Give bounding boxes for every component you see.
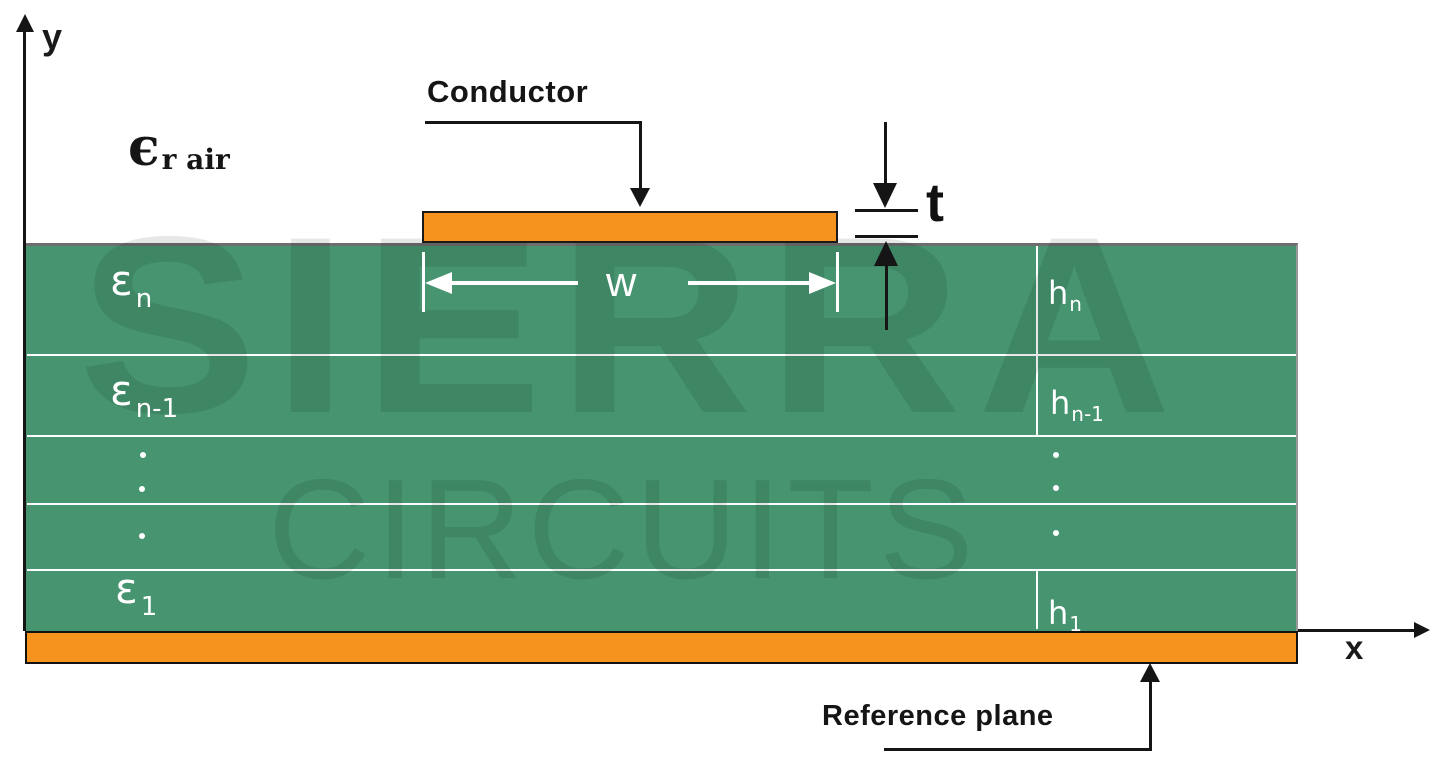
y-axis-label: y bbox=[42, 16, 63, 57]
conductor-label: Conductor bbox=[427, 74, 589, 109]
y-axis-arrowhead-icon bbox=[16, 14, 34, 32]
ellipsis-dot bbox=[1053, 452, 1059, 458]
layer-separator-line bbox=[27, 354, 1296, 356]
dielectric-stack bbox=[25, 243, 1298, 631]
height-symbol: h bbox=[1050, 384, 1071, 422]
width-dimension-label: w bbox=[606, 258, 637, 305]
reference-plane-leader-line bbox=[884, 748, 1152, 751]
epsilon-subscript: 1 bbox=[140, 592, 158, 622]
width-arrow-shaft-right bbox=[688, 281, 810, 285]
width-dimension-tick-right bbox=[836, 252, 839, 312]
reference-plane-label: Reference plane bbox=[822, 700, 1054, 732]
conductor-leader-line bbox=[639, 121, 642, 190]
conductor-bar bbox=[422, 211, 838, 243]
width-arrowhead-right-icon bbox=[809, 272, 836, 294]
width-dimension-tick-left bbox=[422, 252, 425, 312]
epsilon-symbol: ε bbox=[110, 366, 133, 415]
ellipsis-dot bbox=[139, 533, 145, 539]
thickness-tick-bottom bbox=[855, 235, 918, 238]
x-axis-arrowhead-icon bbox=[1414, 622, 1430, 638]
ellipsis-dot bbox=[139, 486, 145, 492]
thickness-arrowhead-up-icon bbox=[874, 241, 898, 266]
thickness-tick-top bbox=[855, 209, 918, 212]
ellipsis-dot bbox=[1053, 485, 1059, 491]
layer-n-1-height-label: hn-1 bbox=[1050, 384, 1104, 426]
y-axis-line bbox=[23, 28, 26, 631]
layer-separator-line bbox=[27, 435, 1296, 437]
conductor-leader-line bbox=[425, 121, 642, 124]
height-subscript: n bbox=[1069, 292, 1082, 316]
ellipsis-dot bbox=[140, 452, 146, 458]
height-subscript: n-1 bbox=[1071, 402, 1104, 426]
width-arrowhead-left-icon bbox=[425, 272, 452, 294]
ellipsis-dot bbox=[1053, 530, 1059, 536]
epsilon-air-symbol: ϵ bbox=[128, 117, 160, 178]
height-dimension-line-hn bbox=[1036, 246, 1038, 435]
epsilon-symbol: ε bbox=[115, 564, 138, 613]
epsilon-air-subscript: r air bbox=[161, 143, 230, 176]
air-permittivity-label: ϵr air bbox=[128, 122, 230, 177]
height-subscript: 1 bbox=[1069, 612, 1083, 636]
reference-plane-bar bbox=[25, 631, 1298, 664]
layer-separator-line bbox=[27, 503, 1296, 505]
thickness-dimension-label: t bbox=[926, 173, 944, 233]
height-symbol: h bbox=[1048, 274, 1069, 312]
layer-separator-line bbox=[27, 569, 1296, 571]
width-arrow-shaft-left bbox=[450, 281, 578, 285]
layer-n-height-label: hn bbox=[1048, 274, 1082, 316]
layer-1-height-label: h1 bbox=[1048, 594, 1082, 636]
thickness-arrow-shaft-top bbox=[884, 122, 887, 184]
conductor-leader-arrowhead-icon bbox=[630, 188, 650, 207]
thickness-arrowhead-down-icon bbox=[873, 183, 897, 208]
x-axis-label: x bbox=[1345, 629, 1364, 666]
height-symbol: h bbox=[1048, 594, 1069, 632]
watermark-circuits: CIRCUITS bbox=[268, 450, 979, 609]
height-dimension-line-h1 bbox=[1036, 569, 1038, 629]
reference-plane-leader-line bbox=[1149, 681, 1152, 751]
epsilon-symbol: ε bbox=[110, 256, 133, 305]
reference-plane-arrowhead-icon bbox=[1140, 663, 1160, 682]
x-axis-line bbox=[1298, 629, 1416, 632]
epsilon-subscript: n-1 bbox=[135, 394, 179, 424]
epsilon-subscript: n bbox=[135, 284, 153, 314]
thickness-arrow-shaft-bottom bbox=[885, 266, 888, 330]
